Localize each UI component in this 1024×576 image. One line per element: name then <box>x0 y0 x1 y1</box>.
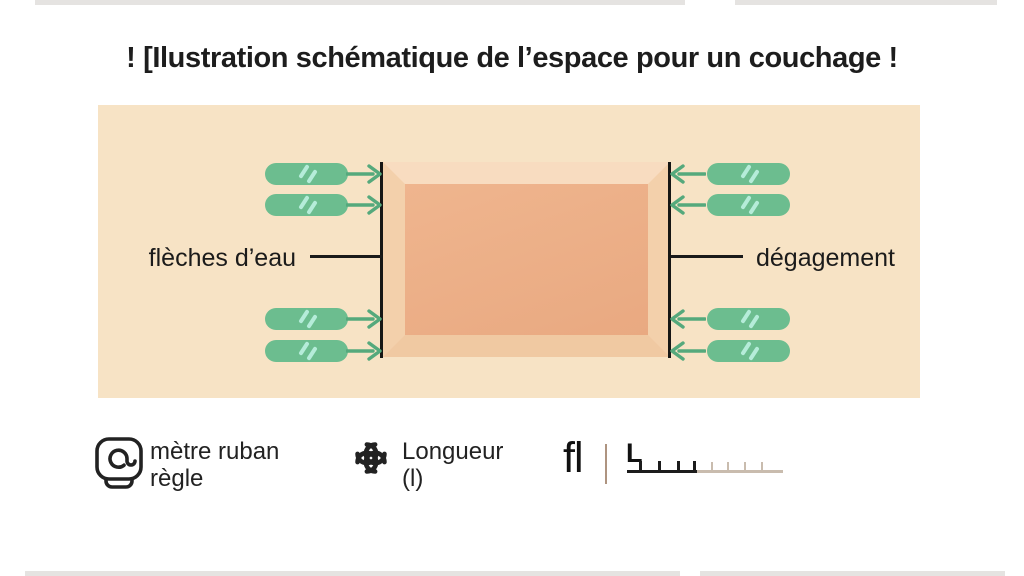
water-arrow-left-4 <box>265 340 387 362</box>
ruler-tick <box>677 461 680 471</box>
arrow-left-icon <box>670 195 706 215</box>
page-title: ! [Ilustration schématique de l’espace p… <box>126 42 898 74</box>
legend-tape-line1: mètre ruban <box>150 438 280 465</box>
water-pill <box>265 308 348 330</box>
water-arrow-right-4 <box>668 340 790 362</box>
fl-cursor-bar <box>605 444 607 484</box>
bed-rectangle <box>383 162 670 357</box>
left-label: flèches d’eau <box>148 244 296 272</box>
water-pill <box>707 194 790 216</box>
edge-artifact <box>700 571 1005 576</box>
water-arrow-left-2 <box>265 194 387 216</box>
ruler-tick-faded <box>727 462 729 471</box>
left-boundary-line <box>380 162 383 358</box>
left-label-pointer-line <box>310 255 382 258</box>
right-label-pointer-line <box>671 255 743 258</box>
ruler-tick-faded <box>761 462 763 471</box>
wave-mark <box>748 169 760 184</box>
wave-mark <box>306 314 318 329</box>
water-arrow-left-1 <box>265 163 387 185</box>
edge-artifact <box>735 0 997 5</box>
ruler-letter: L <box>626 438 643 468</box>
ruler-scale-icon <box>627 470 697 473</box>
ruler-scale-faded <box>697 470 783 473</box>
arrow-left-icon <box>670 341 706 361</box>
water-arrow-left-3 <box>265 308 387 330</box>
arrow-right-icon <box>346 309 382 329</box>
water-pill <box>265 340 348 362</box>
tape-measure-icon <box>95 437 143 489</box>
arrow-right-icon <box>346 341 382 361</box>
water-pill <box>707 308 790 330</box>
wave-mark <box>306 169 318 184</box>
legend-tape-line2: règle <box>150 465 204 492</box>
water-pill <box>707 340 790 362</box>
water-arrow-right-1 <box>668 163 790 185</box>
arrow-right-icon <box>346 195 382 215</box>
water-pill <box>707 163 790 185</box>
legend-length-line1: Longueur <box>402 438 504 465</box>
arrow-right-icon <box>346 164 382 184</box>
ruler-tick <box>639 461 642 471</box>
water-pill <box>265 194 348 216</box>
right-boundary-line <box>668 162 671 358</box>
water-arrow-right-3 <box>668 308 790 330</box>
edge-artifact <box>25 571 680 576</box>
ruler-tick <box>693 461 696 471</box>
wave-mark <box>748 314 760 329</box>
arrow-left-icon <box>670 164 706 184</box>
ruler-tick-faded <box>744 462 746 471</box>
legend-length-line2: (l) <box>402 465 424 492</box>
fl-ruler-mark: fl <box>563 434 583 482</box>
water-pill <box>265 163 348 185</box>
edge-artifact <box>35 0 685 5</box>
ruler-tick-faded <box>711 462 713 471</box>
right-label: dégagement <box>756 244 896 272</box>
wave-mark <box>748 200 760 215</box>
water-arrow-right-2 <box>668 194 790 216</box>
arrow-left-icon <box>670 309 706 329</box>
wave-mark <box>748 346 760 361</box>
wave-mark <box>306 346 318 361</box>
length-coil-icon <box>355 442 387 474</box>
wave-mark <box>306 200 318 215</box>
diagram-panel: flèches d’eau dégagement <box>98 105 920 398</box>
ruler-tick <box>658 461 661 471</box>
